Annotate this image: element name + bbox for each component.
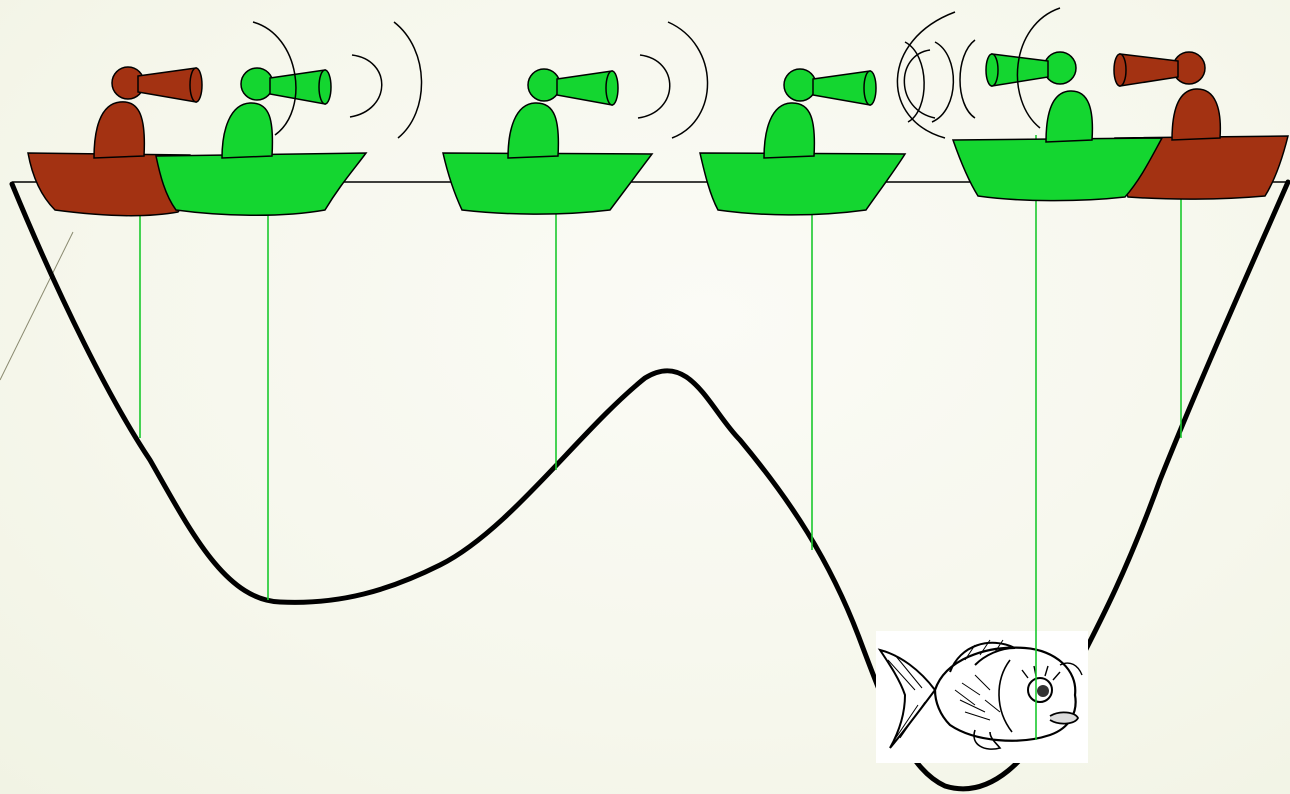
seafloor-profile: [12, 182, 1288, 789]
horn-mouth: [864, 71, 876, 105]
speaker-horn-icon: [270, 70, 325, 104]
operator-head: [528, 69, 560, 101]
operator-head: [241, 68, 273, 100]
boat-search-2: [156, 22, 422, 215]
operator-body: [764, 103, 814, 158]
boat-search-5: [953, 8, 1162, 201]
operator-head: [784, 69, 816, 101]
sound-wave-icon: [638, 22, 708, 138]
boat-icon: [953, 138, 1162, 201]
speaker-horn-icon: [992, 54, 1048, 86]
horn-mouth: [319, 70, 331, 104]
operator-head: [1044, 52, 1076, 84]
boat-icon: [156, 153, 366, 215]
speaker-horn-icon: [557, 71, 612, 105]
sound-wave-icon: [897, 12, 955, 138]
operator-body: [1172, 89, 1220, 140]
decorative-diagonal-line: [0, 232, 73, 380]
horn-mouth: [1114, 54, 1126, 86]
speaker-horn-icon: [138, 68, 196, 102]
boat-icon: [700, 153, 905, 215]
operator-body: [1046, 91, 1092, 142]
horn-mouth: [986, 54, 998, 86]
boat-icon: [443, 153, 652, 214]
operator-body: [222, 103, 272, 158]
horn-mouth: [190, 68, 202, 102]
boat-search-4: [700, 12, 955, 215]
fish-pupil: [1037, 685, 1049, 697]
operator-body: [508, 103, 558, 158]
horn-mouth: [606, 71, 618, 105]
speaker-horn-icon: [1120, 54, 1178, 86]
speaker-horn-icon: [813, 71, 870, 105]
fish-icon: [876, 631, 1088, 763]
boat-search-3: [443, 22, 708, 214]
fish-lips: [1050, 712, 1078, 723]
operator-body: [94, 102, 144, 158]
